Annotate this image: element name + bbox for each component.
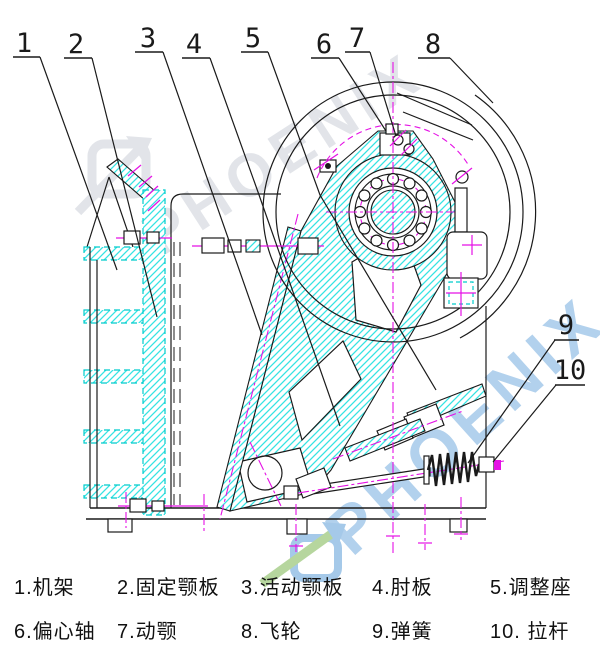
- foot: [286, 518, 308, 535]
- part-label-2: 2.固定颚板: [117, 577, 220, 599]
- callout-number: 2: [68, 29, 84, 60]
- callout-10: 10: [492, 355, 587, 463]
- part-label-10: 10. 拉杆: [490, 621, 570, 643]
- callout-number: 9: [558, 310, 574, 341]
- callout-number: 4: [186, 29, 202, 60]
- callout-4: 4: [182, 29, 341, 427]
- jaw-opening: [288, 339, 362, 442]
- jaw-boss-hole: [247, 455, 283, 491]
- callout-number: 1: [16, 28, 32, 59]
- callout-9: 9: [467, 310, 579, 464]
- callout-number: 8: [425, 29, 441, 60]
- callout-8: 8: [418, 29, 494, 104]
- callout-3: 3: [135, 23, 263, 336]
- callouts: 1 2 3 4 5 6 7 8: [13, 23, 587, 464]
- callout-5: 5: [241, 23, 437, 391]
- tension-rod: [283, 455, 505, 500]
- part-label-9: 9.弹簧: [372, 621, 433, 643]
- foot: [449, 518, 468, 533]
- callout-2: 2: [64, 29, 158, 318]
- callout-7: 7: [345, 23, 397, 137]
- part-label-7: 7.动颚: [117, 621, 178, 643]
- toggle-plate: [332, 410, 464, 462]
- callout-6: 6: [311, 29, 387, 132]
- callout-number: 6: [316, 29, 332, 60]
- foot: [107, 518, 133, 533]
- movable-jaw-plate: [216, 213, 302, 520]
- part-label-1: 1.机架: [14, 577, 75, 599]
- part-label-8: 8.飞轮: [241, 621, 302, 643]
- callout-1: 1: [13, 28, 118, 271]
- callout-number: 5: [245, 23, 261, 54]
- part-label-5: 5.调整座: [490, 577, 572, 599]
- callout-number: 7: [349, 23, 365, 54]
- centerlines: [125, 62, 468, 556]
- jaw-clamp-bolts: [116, 230, 324, 513]
- part-label-6: 6.偏心轴: [14, 621, 96, 643]
- part-label-4: 4.肘板: [372, 577, 433, 599]
- fixed-jaw-plate: [142, 185, 181, 516]
- part-label-3: 3.活动颚板: [241, 577, 344, 599]
- callout-number: 3: [140, 23, 156, 54]
- callout-number: 10: [554, 355, 587, 386]
- spring: [426, 451, 501, 487]
- right-bracket: [443, 167, 488, 316]
